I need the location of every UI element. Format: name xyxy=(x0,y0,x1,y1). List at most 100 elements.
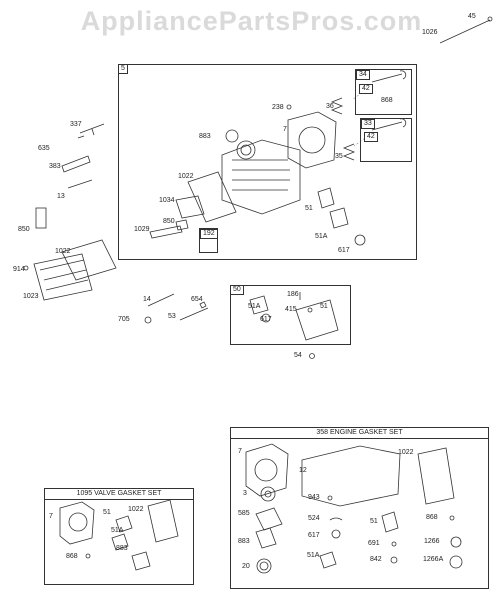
kit-label-12[interactable]: 12 xyxy=(299,467,307,474)
kit-head-gasket xyxy=(245,443,289,497)
callout-14[interactable]: 14 xyxy=(143,296,151,303)
valve-kit-cover-gasket xyxy=(147,499,179,543)
kit-label-1022[interactable]: 1022 xyxy=(398,449,414,456)
callout-tag-50[interactable]: 50 xyxy=(230,285,244,295)
callout-tag-42a[interactable]: 42 xyxy=(359,84,373,94)
kit-seal-20 xyxy=(256,558,272,574)
valve-spring-35 xyxy=(342,143,356,161)
callout-850a[interactable]: 850 xyxy=(163,218,175,225)
callout-1026[interactable]: 1026 xyxy=(422,29,438,36)
assembly-box-192 xyxy=(199,228,218,253)
callout-337[interactable]: 337 xyxy=(70,121,82,128)
kit-label-691[interactable]: 691 xyxy=(368,540,380,547)
valve-kit-label-868[interactable]: 868 xyxy=(66,553,78,560)
assembly-box-33 xyxy=(360,118,412,162)
kit-label-842[interactable]: 842 xyxy=(370,556,382,563)
kit-label-3[interactable]: 3 xyxy=(243,490,247,497)
cylinder-head-part xyxy=(221,139,301,215)
callout-tag-34[interactable]: 34 xyxy=(356,70,370,80)
callout-617a[interactable]: 617 xyxy=(338,247,350,254)
spark-plug-337 xyxy=(77,123,105,139)
callout-45[interactable]: 45 xyxy=(468,13,476,20)
valve-kit-head-gasket xyxy=(59,501,95,545)
valve-kit-label-1022[interactable]: 1022 xyxy=(128,506,144,513)
callout-415[interactable]: 415 xyxy=(285,306,297,313)
callout-tag-5[interactable]: 5 xyxy=(118,64,128,74)
kit-label-868[interactable]: 868 xyxy=(426,514,438,521)
assembly-box-34 xyxy=(355,69,412,115)
engine-gasket-set-box: 358 ENGINE GASKET SET xyxy=(230,427,489,589)
valve-gasket-set-box: 1095 VALVE GASKET SET xyxy=(44,488,194,585)
valve-kit-label-51A[interactable]: 51A xyxy=(111,527,124,534)
callout-617b[interactable]: 617 xyxy=(260,316,272,323)
callout-654[interactable]: 654 xyxy=(191,296,203,303)
breather-cap-part xyxy=(487,16,493,22)
valve-kit-label-883[interactable]: 883 xyxy=(116,545,128,552)
callout-13[interactable]: 13 xyxy=(57,193,65,200)
callout-7[interactable]: 7 xyxy=(283,126,287,133)
kit-label-1266A[interactable]: 1266A xyxy=(423,556,444,563)
callout-53[interactable]: 53 xyxy=(168,313,176,320)
stud-53 xyxy=(179,307,209,321)
kit-crankcase-gasket xyxy=(301,445,401,507)
callout-51a[interactable]: 51 xyxy=(305,205,313,212)
kit-label-585[interactable]: 585 xyxy=(238,510,250,517)
callout-238[interactable]: 238 xyxy=(272,104,284,111)
bolt-13 xyxy=(67,179,93,189)
gasket-ring-883 xyxy=(225,129,239,143)
callout-635[interactable]: 635 xyxy=(38,145,50,152)
part-383 xyxy=(61,155,91,173)
kit-label-51[interactable]: 51 xyxy=(370,518,378,525)
callout-1034[interactable]: 1034 xyxy=(159,197,175,204)
valve-kit-label-7[interactable]: 7 xyxy=(49,513,53,520)
sealant-850 xyxy=(35,207,47,229)
callout-383[interactable]: 383 xyxy=(49,163,61,170)
callout-51Ab[interactable]: 51A xyxy=(248,303,261,310)
callout-1022a[interactable]: 1022 xyxy=(178,173,194,180)
head-gasket-part xyxy=(287,111,337,169)
callout-850b[interactable]: 850 xyxy=(18,226,30,233)
kit-label-1266[interactable]: 1266 xyxy=(424,538,440,545)
kit-label-883[interactable]: 883 xyxy=(238,538,250,545)
kit-label-7[interactable]: 7 xyxy=(238,448,242,455)
callout-36[interactable]: 36 xyxy=(326,103,334,110)
kit-cover-gasket xyxy=(417,447,455,505)
stud-14 xyxy=(147,293,175,307)
callout-1029[interactable]: 1029 xyxy=(134,226,150,233)
kit-label-51A[interactable]: 51A xyxy=(307,552,320,559)
kit-label-617[interactable]: 617 xyxy=(308,532,320,539)
cover-gasket-1022 xyxy=(187,171,237,223)
callout-51b[interactable]: 51 xyxy=(320,303,328,310)
callout-tag-42b[interactable]: 42 xyxy=(364,132,378,142)
intake-manifold-part xyxy=(295,299,339,341)
engine-gasket-set-title[interactable]: 358 ENGINE GASKET SET xyxy=(231,428,488,439)
callout-35[interactable]: 35 xyxy=(335,153,343,160)
callout-705[interactable]: 705 xyxy=(118,316,130,323)
callout-868a[interactable]: 868 xyxy=(381,97,393,104)
callout-883[interactable]: 883 xyxy=(199,133,211,140)
callout-tag-33[interactable]: 33 xyxy=(361,119,375,129)
plate-1034 xyxy=(175,195,205,219)
exhaust-gasket-51 xyxy=(317,187,335,209)
valve-cover-1023 xyxy=(33,253,93,301)
valve-part-34 xyxy=(371,70,407,83)
watermark-logo: AppliancePartsPros.com xyxy=(80,6,423,36)
valve-kit-label-51[interactable]: 51 xyxy=(103,509,111,516)
callout-914[interactable]: 914 xyxy=(13,266,25,273)
callout-1023[interactable]: 1023 xyxy=(23,293,39,300)
callout-51Aa[interactable]: 51A xyxy=(315,233,328,240)
kit-label-943[interactable]: 943 xyxy=(308,494,320,501)
valve-spring-36 xyxy=(330,97,344,115)
nut-705 xyxy=(144,316,152,324)
o-ring-617 xyxy=(354,234,366,246)
kit-oil-seal xyxy=(260,486,276,502)
valve-gasket-set-title[interactable]: 1095 VALVE GASKET SET xyxy=(45,489,193,500)
assembly-box-50 xyxy=(230,285,351,345)
callout-54[interactable]: 54 xyxy=(294,352,302,359)
callout-186[interactable]: 186 xyxy=(287,291,299,298)
kit-label-20[interactable]: 20 xyxy=(242,563,250,570)
kit-label-524[interactable]: 524 xyxy=(308,515,320,522)
callout-tag-192[interactable]: 192 xyxy=(200,229,218,239)
callout-1022b[interactable]: 1022 xyxy=(55,248,71,255)
kit-intake-gasket xyxy=(255,507,283,531)
